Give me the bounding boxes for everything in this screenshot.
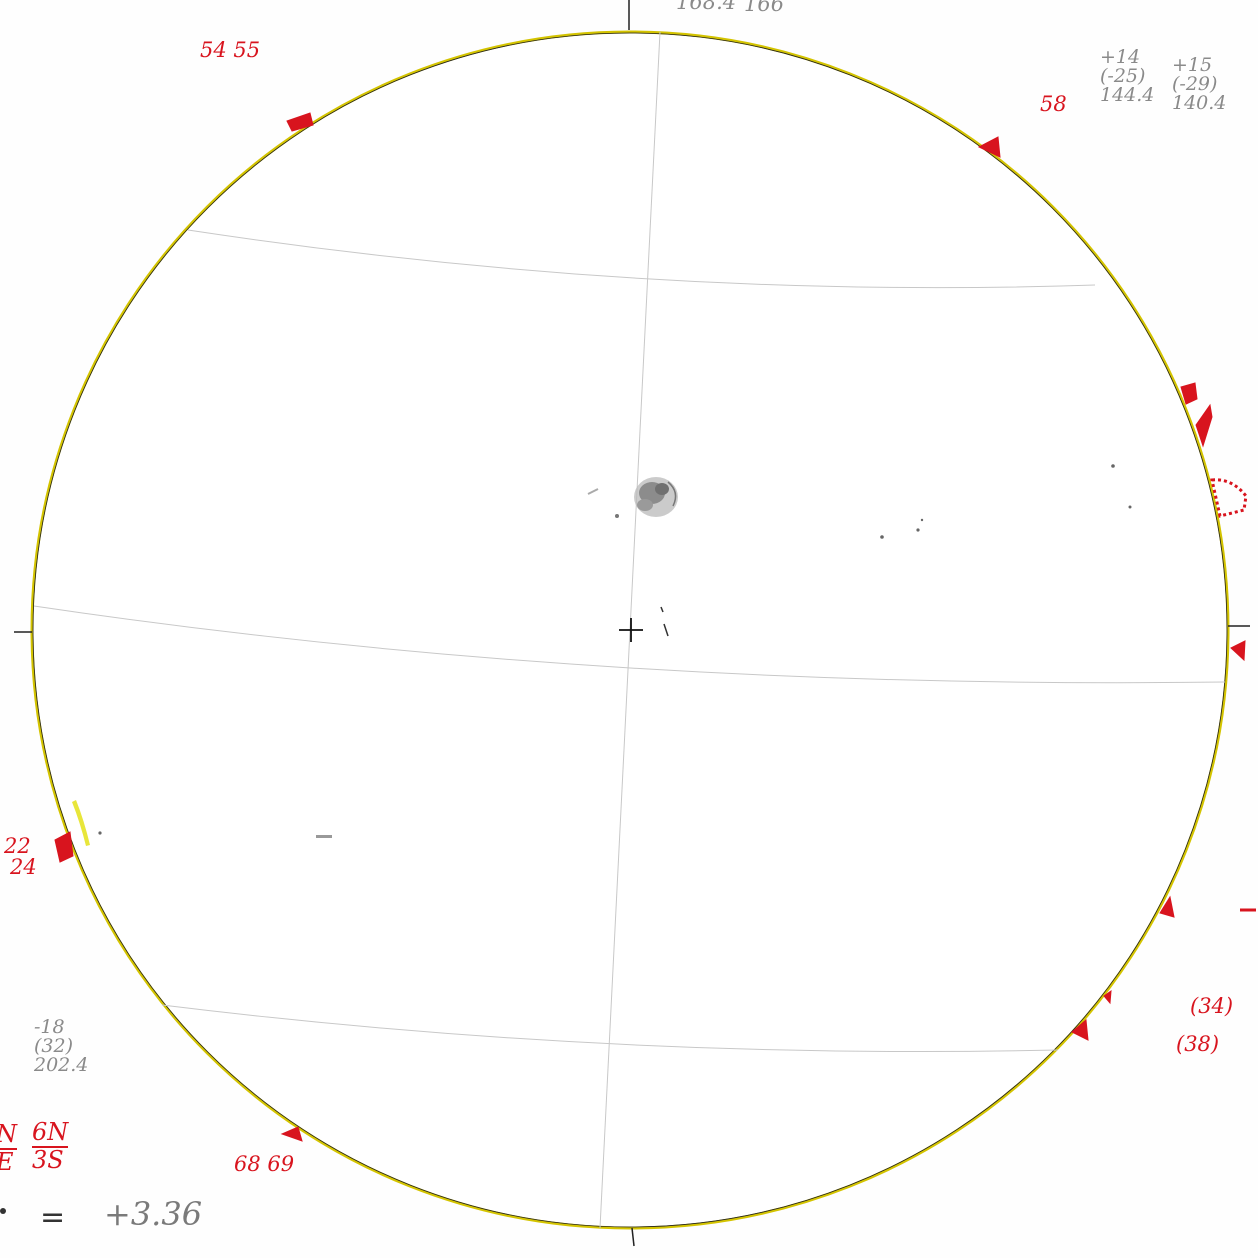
prominence-w4	[1230, 640, 1246, 662]
prominence-se1	[1159, 895, 1175, 918]
prominence-sw	[280, 1126, 303, 1142]
ne-coords-col2: +15 (-29) 140.4	[1172, 54, 1227, 114]
hemisphere-count-left: N E	[0, 1122, 17, 1174]
ne-coords-col1: +14 (-25) 144.4	[1100, 46, 1155, 106]
facula-east	[72, 800, 90, 846]
sunspot-pores	[98, 464, 1132, 838]
prominence-w3	[1210, 478, 1248, 518]
sunspot-group-main	[587, 477, 678, 518]
top-label-168-4: 168.4	[676, 0, 737, 14]
pore-mark-small	[660, 606, 664, 613]
tick-south	[631, 1227, 635, 1247]
prominence-label-58: 58	[1040, 92, 1067, 116]
sw-coords: -18 (32) 202.4	[34, 1016, 89, 1076]
prominence-label-68-69: 68 69	[234, 1152, 295, 1176]
solar-limb-inner-line	[32, 32, 1228, 1228]
prominence-se2	[1103, 989, 1112, 1005]
pore-mark	[663, 623, 669, 637]
top-label-166: 166	[744, 0, 785, 16]
equation-value: +3.36	[104, 1195, 203, 1233]
prominence-ne	[977, 136, 1001, 158]
prominence-label-54-55: 54 55	[200, 38, 261, 62]
hemisphere-count-right: 6N 3S	[32, 1118, 69, 1174]
latitude-line-north	[187, 229, 1096, 289]
prominence-label-34: (34)	[1190, 994, 1234, 1018]
equation-equals: =	[40, 1200, 66, 1235]
prominence-se3	[1071, 1018, 1089, 1041]
prominence-w1	[1180, 382, 1198, 405]
prominence-e	[54, 831, 74, 863]
prominences	[54, 112, 1256, 1142]
latitude-line-equator	[33, 605, 1226, 684]
prominence-label-22-24: 22 24	[4, 834, 37, 879]
latitude-line-south	[161, 1004, 1059, 1053]
center-cross-icon	[619, 618, 643, 642]
prominence-nw	[286, 112, 314, 132]
prominence-label-38: (38)	[1176, 1032, 1220, 1056]
prominence-w2	[1195, 403, 1213, 448]
equation-dot	[0, 1208, 6, 1214]
